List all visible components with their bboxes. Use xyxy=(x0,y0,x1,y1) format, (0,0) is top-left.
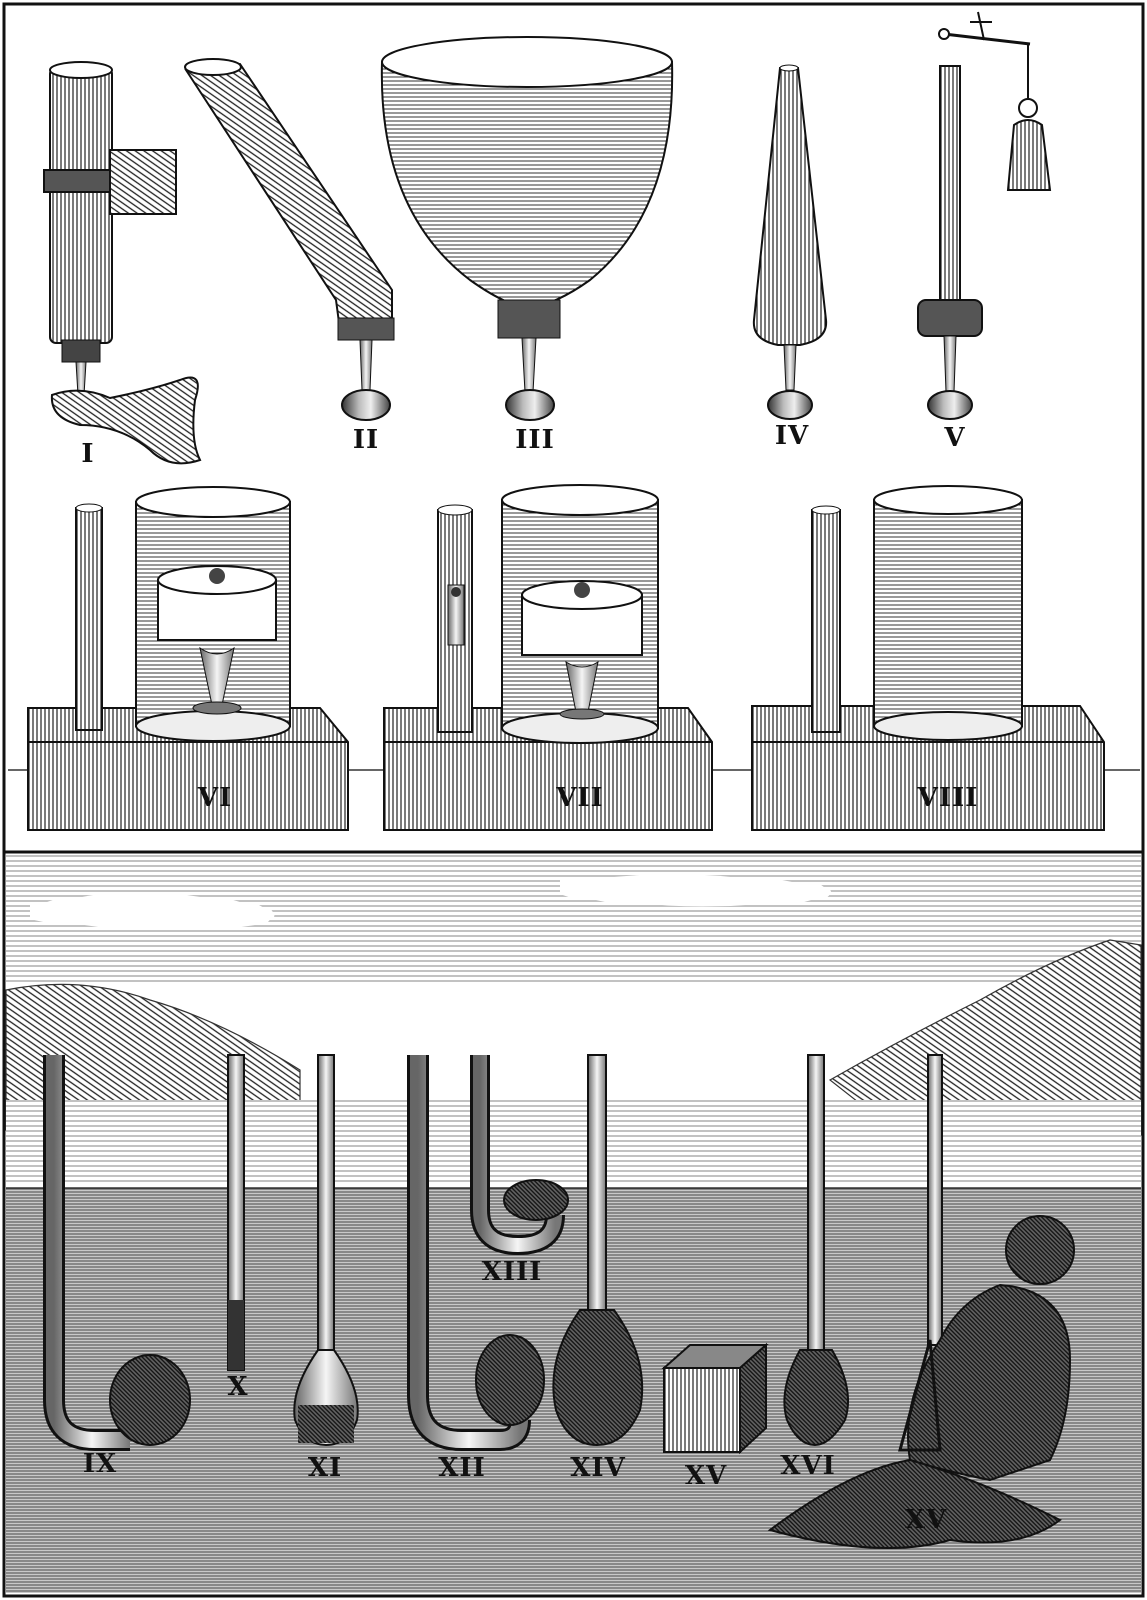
label-fig-15: XV xyxy=(685,1461,727,1491)
label-fig-8: VIII xyxy=(917,783,979,813)
left-hills xyxy=(5,983,301,1131)
figure-5-balance-tube xyxy=(917,11,1052,420)
figure-14-tube-with-bag xyxy=(552,1054,644,1447)
figure-2-slanted-tube xyxy=(184,58,395,421)
figure-6-cylinder-apparatus xyxy=(27,486,349,831)
label-fig-6: VI xyxy=(197,783,232,813)
figure-1-tube-with-hand xyxy=(43,61,202,465)
figure-8-cylinder-apparatus xyxy=(751,485,1105,831)
label-fig-3: III xyxy=(515,425,555,455)
figure-13-hook-tube xyxy=(470,1055,569,1256)
figure-3-large-bowl xyxy=(380,36,674,421)
label-fig-12: XII xyxy=(438,1453,486,1483)
weight-icon xyxy=(1006,119,1052,191)
label-fig-16: XVI xyxy=(780,1451,836,1481)
figure-17-seated-figure xyxy=(767,1054,1075,1549)
figure-4-tapered-tube xyxy=(752,64,828,420)
right-hills xyxy=(828,939,1142,1136)
hand-illustration xyxy=(50,376,202,465)
figure-12-u-tube xyxy=(407,1055,545,1451)
bladder-icon xyxy=(109,1354,191,1446)
figure-7-cylinder-apparatus xyxy=(383,484,713,831)
figure-head-icon xyxy=(1005,1215,1075,1285)
label-fig-5: V xyxy=(943,423,965,453)
label-fig-4: IV xyxy=(775,421,809,451)
figure-9-j-tube xyxy=(43,1055,191,1451)
label-fig-7: VII xyxy=(555,783,604,813)
label-fig-10: X xyxy=(227,1372,248,1402)
figure-15-cube xyxy=(661,1342,769,1455)
label-fig-2: II xyxy=(353,425,379,455)
figure-16-tube-with-bundle xyxy=(783,1054,849,1447)
label-fig-9: IX xyxy=(83,1449,117,1479)
figure-11-flask xyxy=(293,1054,359,1447)
label-fig-13: XIII xyxy=(482,1257,543,1287)
label-fig-11: XI xyxy=(308,1453,342,1483)
label-fig-1: I xyxy=(81,439,94,469)
label-fig-17: XV xyxy=(905,1505,947,1535)
label-fig-14: XIV xyxy=(570,1453,626,1483)
figure-10-straight-tube xyxy=(227,1054,245,1371)
